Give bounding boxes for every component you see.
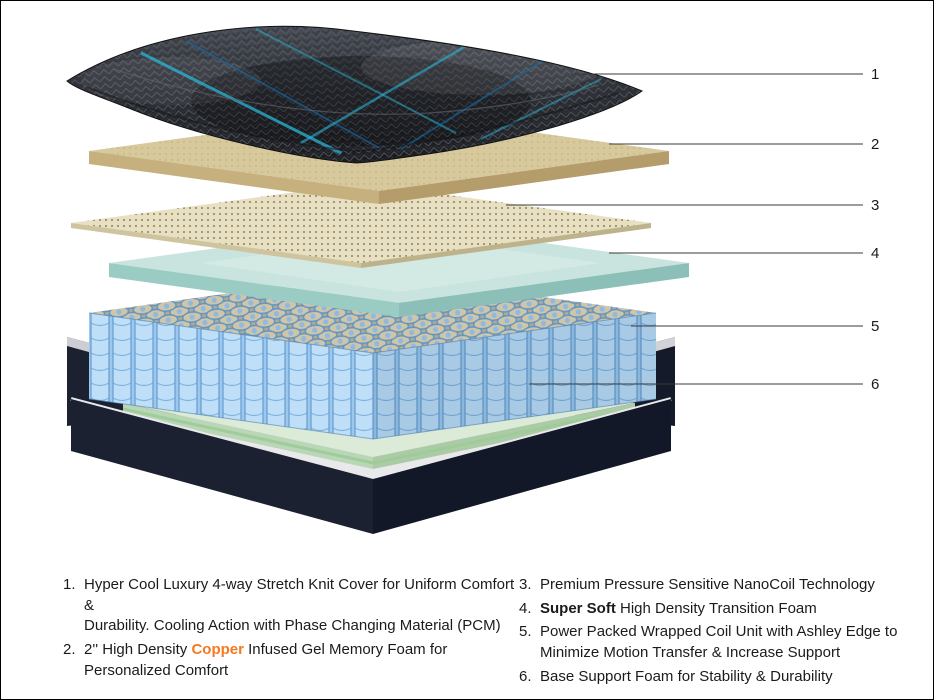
coil-side-left xyxy=(89,313,373,439)
cover-outline xyxy=(66,25,644,164)
legend-number: 5. xyxy=(519,623,532,641)
legend-text-bold: Super Soft xyxy=(540,599,616,617)
cover-accent-stripe xyxy=(300,41,472,145)
legend-text: Base Support Foam for Stability & Durabi… xyxy=(540,667,833,685)
cover-drape-fold xyxy=(85,86,620,153)
legend-text-pre: 2'' High Density xyxy=(84,641,192,659)
legend-number: 1. xyxy=(63,576,76,593)
legend-text: 2'' High Density Copper Infused Gel Memo… xyxy=(84,640,525,681)
legend-item-6: 6. Base Support Foam for Stability & Dur… xyxy=(519,667,921,688)
callout-3: 3 xyxy=(506,197,879,214)
legend: 1. Hyper Cool Luxury 4-way Stretch Knit … xyxy=(1,575,933,695)
legend-item-4: 4. Super Soft High Density Transition Fo… xyxy=(519,599,921,620)
callout-number-1: 1 xyxy=(871,66,879,83)
legend-number: 3. xyxy=(519,576,532,593)
exploded-mattress-illustration: M xyxy=(66,25,879,534)
callout-5: 5 xyxy=(631,318,879,335)
nanocoil-side-left xyxy=(71,223,361,268)
legend-number: 2. xyxy=(63,641,76,659)
legend-column-left: 1. Hyper Cool Luxury 4-way Stretch Knit … xyxy=(63,575,525,684)
cover-accent-stripe xyxy=(185,40,382,150)
cover-accent-stripe xyxy=(140,51,342,155)
transition-foam-side-left xyxy=(109,263,399,317)
callout-number-2: 2 xyxy=(871,136,879,153)
transition-foam-side-right xyxy=(399,263,689,317)
legend-number: 6. xyxy=(519,667,532,685)
legend-number: 4. xyxy=(519,599,532,617)
nanocoil-side-right xyxy=(361,223,651,268)
legend-text-copper: Copper xyxy=(191,641,244,659)
memory-foam-side-left xyxy=(89,151,379,204)
callouts: 1 2 3 4 5 6 xyxy=(506,66,879,393)
legend-item-2: 2. 2'' High Density Copper Infused Gel M… xyxy=(63,640,525,681)
callout-number-6: 6 xyxy=(871,376,879,393)
callout-6: 6 xyxy=(529,376,879,393)
legend-text-post: High Density Transition Foam xyxy=(615,599,817,617)
legend-text-post: Infused Gel Memory Foam for Personalized… xyxy=(84,641,448,679)
legend-item-1: 1. Hyper Cool Luxury 4-way Stretch Knit … xyxy=(63,575,525,637)
base-front-left xyxy=(71,399,373,534)
legend-item-3: 3. Premium Pressure Sensitive NanoCoil T… xyxy=(519,575,921,596)
base-foam-edge-band xyxy=(122,407,636,465)
cover-center-dip-shadow xyxy=(191,56,531,146)
legend-item-5: 5. Power Packed Wrapped Coil Unit with A… xyxy=(519,622,921,663)
layer-3-nanocoil xyxy=(71,183,651,268)
cover-accent-stripe xyxy=(480,78,602,140)
legend-column-right: 3. Premium Pressure Sensitive NanoCoil T… xyxy=(519,575,921,690)
memory-foam-side-right xyxy=(379,151,669,204)
callout-number-5: 5 xyxy=(871,318,879,335)
coil-block-edges xyxy=(88,312,657,440)
legend-text: Hyper Cool Luxury 4-way Stretch Knit Cov… xyxy=(84,576,515,635)
cover-accent-stripe xyxy=(255,28,457,134)
callout-2: 2 xyxy=(609,136,879,153)
cover-drape-highlight xyxy=(112,68,600,115)
callout-4: 4 xyxy=(609,245,879,262)
legend-text: Power Packed Wrapped Coil Unit with Ashl… xyxy=(540,623,898,662)
cover-accent-stripe xyxy=(400,58,547,150)
callout-number-4: 4 xyxy=(871,245,879,262)
cover-knit-texture xyxy=(67,26,642,163)
legend-text: Premium Pressure Sensitive NanoCoil Tech… xyxy=(540,576,875,593)
callout-1: 1 xyxy=(571,66,879,83)
legend-text: Super Soft High Density Transition Foam xyxy=(540,599,921,620)
callout-number-3: 3 xyxy=(871,197,879,214)
base-front-right xyxy=(373,399,671,534)
coil-side-right-shade xyxy=(373,313,656,439)
coil-side-right xyxy=(373,313,656,439)
cover-sheen-left xyxy=(81,57,261,105)
